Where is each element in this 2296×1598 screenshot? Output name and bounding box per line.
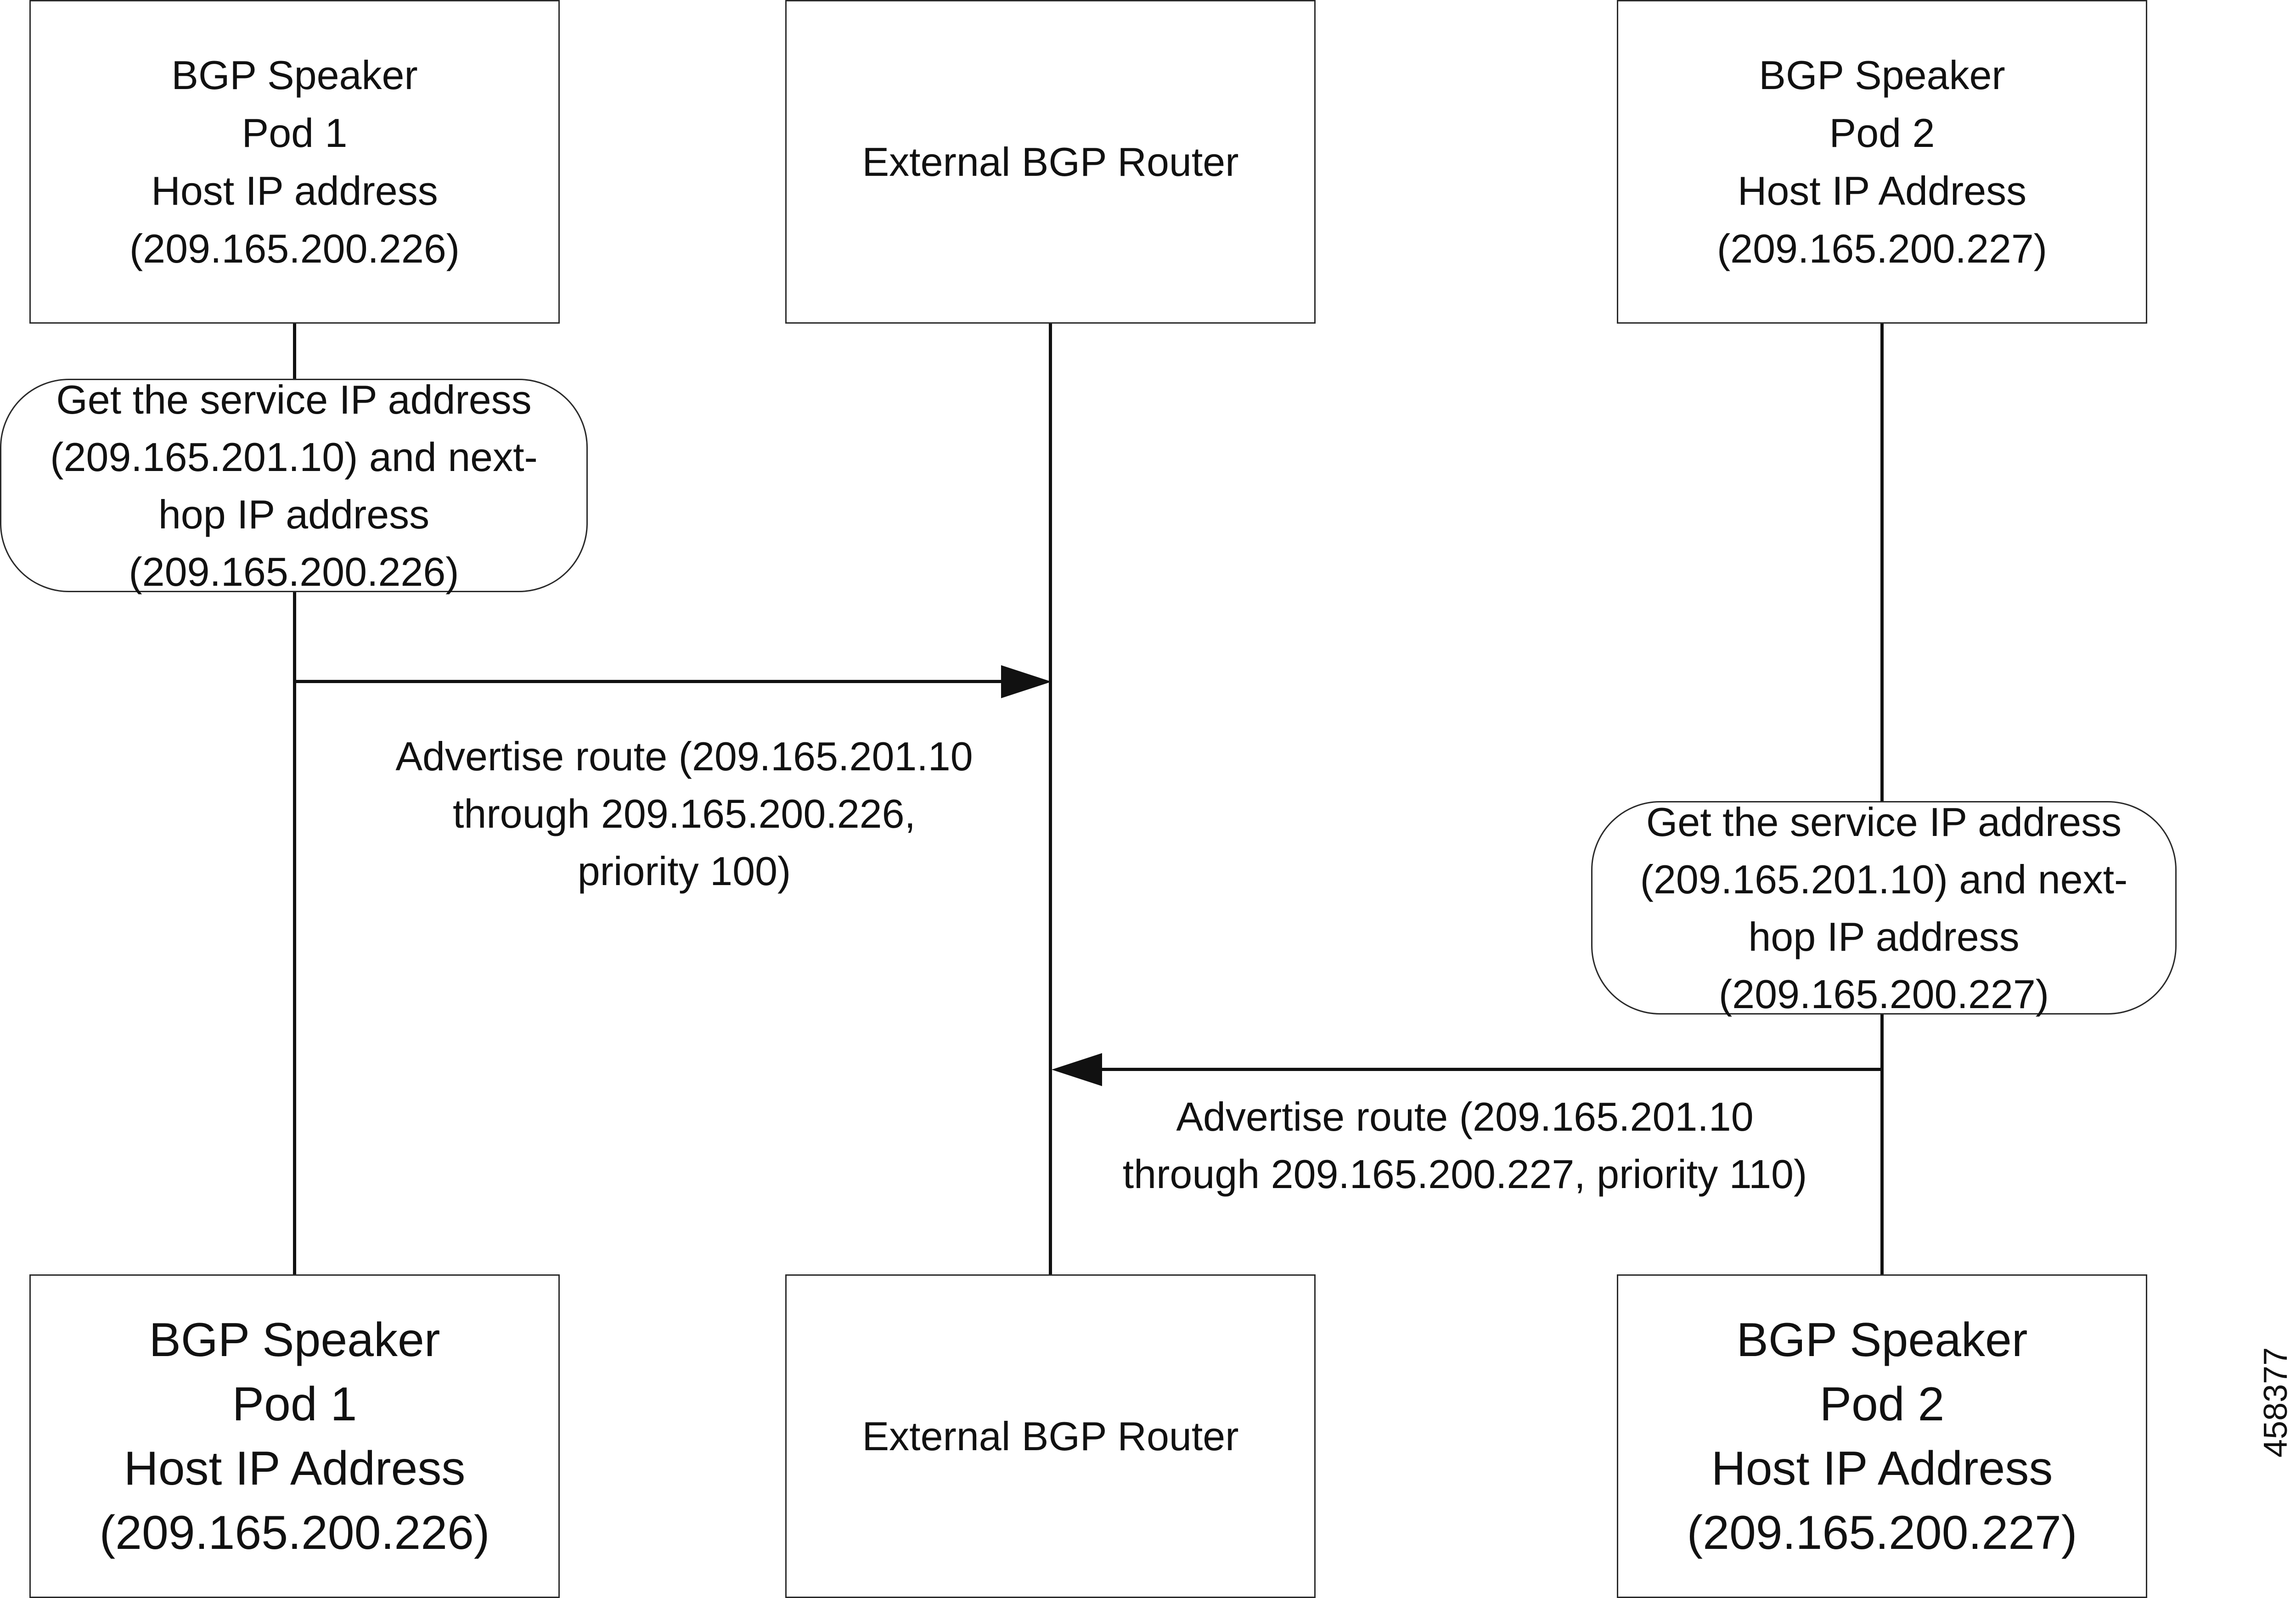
participant-pod1-bottom-line: (209.165.200.226) <box>99 1506 490 1559</box>
participant-pod1-top-line: Pod 1 <box>242 110 348 156</box>
step2-message: Advertise route (209.165.201.10 through … <box>1052 1088 1878 1203</box>
step1-note: Get the service IP address (209.165.201.… <box>0 377 588 594</box>
step1-message-line: priority 100) <box>577 848 791 894</box>
step1-note-line: Get the service IP address <box>56 376 532 422</box>
participant-pod2-bottom-line: (209.165.200.227) <box>1687 1506 2077 1559</box>
step1-arrowhead <box>1001 665 1052 698</box>
step2-message-line: through 209.165.200.227, priority 110) <box>1122 1151 1807 1197</box>
step2-note-line: Get the service IP address <box>1646 799 2122 845</box>
step2-arrow-line <box>1100 1068 1883 1071</box>
participant-external-router-top-line: External BGP Router <box>862 139 1239 185</box>
step2-note: Get the service IP address (209.165.201.… <box>1591 799 2177 1017</box>
lifeline-pod2 <box>1880 321 1884 1276</box>
participant-pod2-bottom: BGP Speaker Pod 2 Host IP Address (209.1… <box>1617 1274 2147 1598</box>
participant-pod1-bottom: BGP Speaker Pod 1 Host IP Address (209.1… <box>29 1274 560 1598</box>
step1-note-line: hop IP address <box>158 491 430 537</box>
step1-message-line: Advertise route (209.165.201.10 <box>395 734 973 779</box>
lifeline-pod1 <box>293 321 296 1276</box>
participant-pod1-top-line: BGP Speaker <box>171 52 418 98</box>
participant-pod2-top-line: (209.165.200.227) <box>1716 225 2048 271</box>
step1-message-line: through 209.165.200.226, <box>452 791 916 836</box>
step1-note-line: (209.165.201.10) and next- <box>50 434 538 480</box>
participant-pod2-bottom-line: BGP Speaker <box>1736 1313 2028 1367</box>
step2-note-line: (209.165.201.10) and next- <box>1640 856 2128 902</box>
participant-pod1-top: BGP Speaker Pod 1 Host IP address (209.1… <box>29 0 560 324</box>
participant-pod2-top-line: BGP Speaker <box>1759 52 2005 98</box>
participant-pod1-bottom-line: BGP Speaker <box>149 1313 440 1367</box>
participant-pod1-bottom-line: Pod 1 <box>232 1377 357 1431</box>
participant-external-router-top: External BGP Router <box>785 0 1316 324</box>
participant-pod2-bottom-line: Pod 2 <box>1819 1377 1945 1431</box>
participant-pod1-top-line: (209.165.200.226) <box>129 225 460 271</box>
participant-pod2-top-line: Host IP Address <box>1737 168 2027 213</box>
participant-pod2-bottom-line: Host IP Address <box>1711 1441 2053 1495</box>
participant-pod2-top: BGP Speaker Pod 2 Host IP Address (209.1… <box>1617 0 2147 324</box>
step2-message-line: Advertise route (209.165.201.10 <box>1176 1094 1754 1139</box>
participant-pod1-bottom-line: Host IP Address <box>124 1441 466 1495</box>
step2-note-line: hop IP address <box>1748 914 2020 959</box>
figure-id: 458377 <box>2257 1347 2294 1458</box>
participant-external-router-bottom-line: External BGP Router <box>862 1413 1239 1459</box>
step2-arrowhead <box>1052 1053 1102 1086</box>
participant-pod2-top-line: Pod 2 <box>1829 110 1935 156</box>
step1-arrow-line <box>294 680 1003 683</box>
step1-message: Advertise route (209.165.201.10 through … <box>317 728 1052 900</box>
step1-note-line: (209.165.200.226) <box>129 549 459 594</box>
step2-note-line: (209.165.200.227) <box>1718 971 2049 1017</box>
lifeline-external-router <box>1049 321 1052 1276</box>
participant-pod1-top-line: Host IP address <box>151 168 438 213</box>
participant-external-router-bottom: External BGP Router <box>785 1274 1316 1598</box>
